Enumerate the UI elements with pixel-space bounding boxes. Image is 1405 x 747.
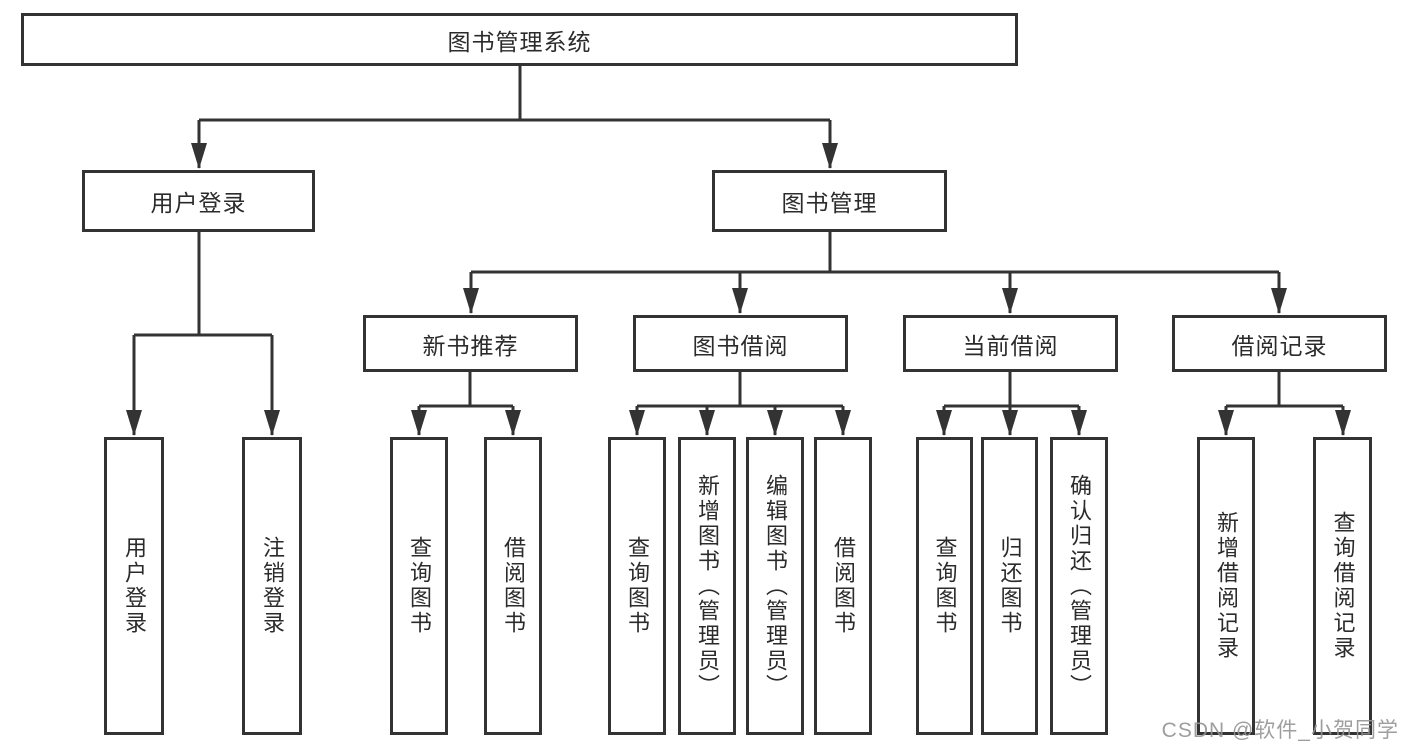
node-label: 用户登录 (150, 190, 247, 216)
node-label: 查询图书 (407, 536, 432, 636)
node-system-root: 图书管理系统 (21, 13, 1018, 66)
node-label: 新增图书（管理员） (695, 473, 720, 699)
node-label: 注销登录 (260, 536, 285, 636)
node-new-book-recommend: 新书推荐 (363, 315, 578, 372)
leaf-logout: 注销登录 (242, 437, 302, 735)
leaf-add-books-admin: 新增图书（管理员） (678, 437, 736, 735)
node-label: 图书借阅 (692, 332, 789, 359)
leaf-confirm-return-admin: 确认归还（管理员） (1050, 437, 1108, 735)
leaf-return-books: 归还图书 (981, 437, 1038, 735)
node-book-borrow: 图书借阅 (633, 315, 848, 372)
node-label: 查询借阅记录 (1330, 511, 1356, 661)
leaf-query-books: 查询图书 (390, 437, 448, 735)
leaf-add-borrow-record: 新增借阅记录 (1197, 437, 1255, 735)
node-label: 编辑图书（管理员） (763, 473, 788, 699)
node-label: 新增借阅记录 (1214, 511, 1239, 661)
node-label: 确认归还（管理员） (1067, 473, 1092, 699)
leaf-borrow-books: 借阅图书 (484, 437, 542, 735)
node-borrow-records: 借阅记录 (1172, 315, 1387, 372)
node-label: 图书管理系统 (447, 28, 592, 55)
node-label: 当前借阅 (962, 332, 1059, 359)
node-book-management: 图书管理 (712, 170, 947, 232)
node-label: 借阅记录 (1231, 332, 1328, 359)
leaf-borrow-books: 借阅图书 (814, 437, 872, 735)
node-current-borrow: 当前借阅 (903, 315, 1118, 372)
node-label: 新书推荐 (422, 332, 519, 359)
leaf-query-books: 查询图书 (916, 437, 973, 735)
leaf-user-login: 用户登录 (104, 437, 164, 735)
watermark: CSDN @软件_小贺同学 (1161, 719, 1399, 742)
leaf-query-books: 查询图书 (608, 437, 666, 735)
leaf-edit-books-admin: 编辑图书（管理员） (746, 437, 804, 735)
node-label: 借阅图书 (831, 536, 856, 636)
arrowheads (126, 143, 1351, 436)
leaf-query-borrow-record: 查询借阅记录 (1313, 437, 1372, 735)
node-label: 归还图书 (997, 536, 1023, 636)
node-label: 图书管理 (781, 190, 878, 216)
node-user-login: 用户登录 (82, 170, 315, 232)
node-label: 用户登录 (122, 536, 147, 636)
node-label: 查询图书 (625, 536, 650, 636)
node-label: 查询图书 (932, 536, 958, 636)
node-label: 借阅图书 (501, 536, 526, 636)
